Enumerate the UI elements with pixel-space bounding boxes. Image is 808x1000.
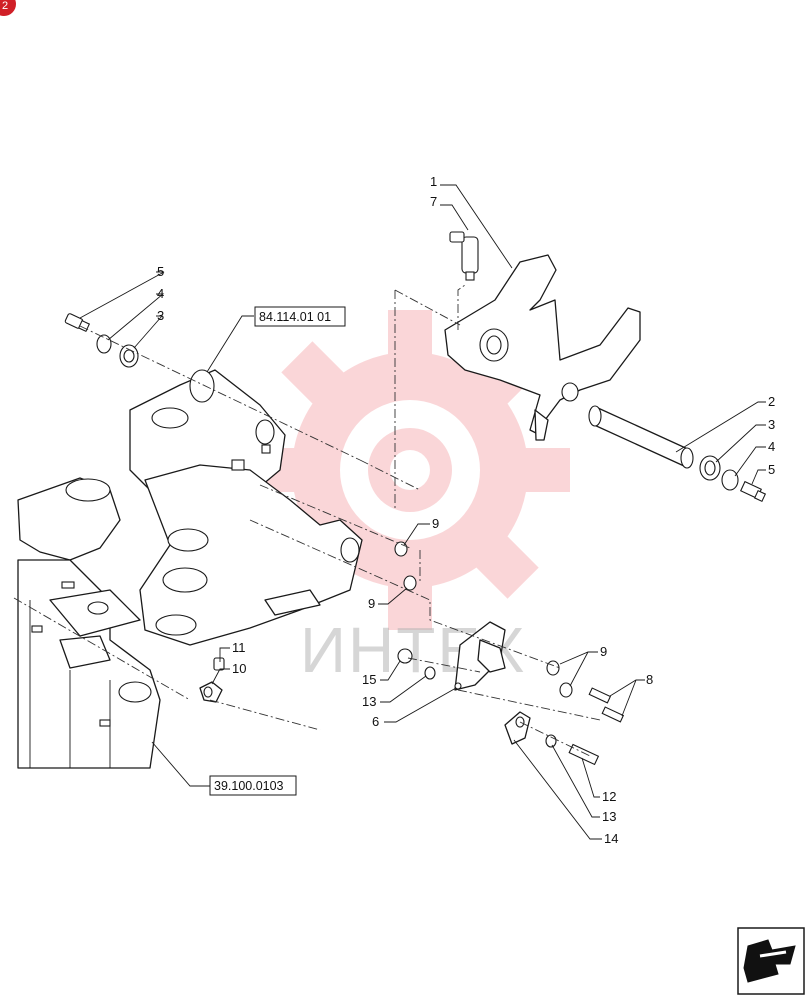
callout-1: 1 <box>430 174 437 189</box>
reference-code-lower: 39.100.0103 <box>214 779 284 793</box>
bolt-8a <box>588 687 612 704</box>
callout-6: 6 <box>372 714 379 729</box>
bolt-12 <box>568 743 600 766</box>
lever-assembly <box>444 254 641 441</box>
callout-12: 12 <box>602 789 616 804</box>
callout-13-left: 13 <box>362 694 376 709</box>
washer-right <box>699 455 721 481</box>
nut <box>397 648 413 664</box>
callout-10: 10 <box>232 661 246 676</box>
callout-3-right: 3 <box>768 417 775 432</box>
reference-box-lower[interactable]: 39.100.0103 <box>209 775 297 796</box>
callout-3-left: 3 <box>157 308 164 323</box>
callout-4-right: 4 <box>768 439 775 454</box>
washer-13a <box>424 666 436 680</box>
bolt-right <box>739 480 767 503</box>
callout-5-left: 5 <box>157 264 164 279</box>
callout-9-right: 9 <box>600 644 607 659</box>
next-page-arrow-icon[interactable] <box>737 927 805 995</box>
callout-5-right: 5 <box>768 462 775 477</box>
frame-assembly <box>17 477 161 769</box>
callout-14: 14 <box>604 831 618 846</box>
clamp <box>504 711 531 745</box>
bolt-11 <box>213 657 225 671</box>
grease-fitting <box>449 231 479 281</box>
page-badge: 2 <box>0 0 16 16</box>
washer-left <box>119 344 139 368</box>
callout-9-lower: 9 <box>368 596 375 611</box>
callout-15: 15 <box>362 672 376 687</box>
snap-ring-right <box>721 469 739 491</box>
bolt-left <box>64 313 91 333</box>
callout-8: 8 <box>646 672 653 687</box>
clamp-10 <box>199 681 223 703</box>
pin <box>588 405 694 469</box>
callout-11: 11 <box>232 640 246 655</box>
reference-code-upper: 84.114.01 01 <box>259 310 331 324</box>
callout-13-right: 13 <box>602 809 616 824</box>
callout-leaders <box>79 184 766 840</box>
callout-2: 2 <box>768 394 775 409</box>
reference-box-upper[interactable]: 84.114.01 01 <box>254 306 346 327</box>
washer-9b <box>403 575 417 591</box>
bolt-8b <box>601 706 625 723</box>
pivot-bracket-assembly <box>129 369 363 646</box>
callout-7: 7 <box>430 194 437 209</box>
callout-4-left: 4 <box>157 286 164 301</box>
washer-9a <box>394 541 408 557</box>
assembly-center-lines <box>13 284 601 757</box>
bracket-plate <box>454 621 506 691</box>
callout-9-upper: 9 <box>432 516 439 531</box>
page-badge-number: 2 <box>2 0 8 12</box>
callout-labels: 1 7 5 4 3 2 3 4 5 9 9 9 8 11 10 15 13 6 … <box>157 174 775 846</box>
watermark-logo-icon <box>250 310 570 630</box>
snap-ring-left <box>96 334 112 354</box>
washer-9c <box>546 660 560 676</box>
washer-9d <box>559 682 573 698</box>
